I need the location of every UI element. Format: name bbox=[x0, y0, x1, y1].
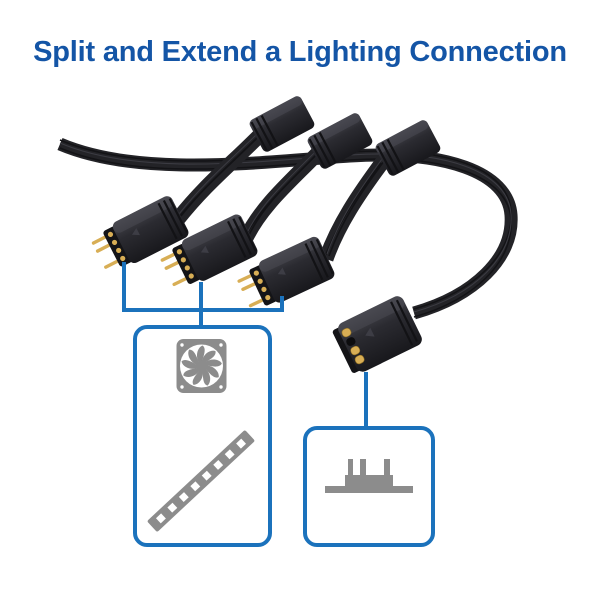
callout-line-connector-2 bbox=[199, 282, 203, 327]
splitter-ribbon-2 bbox=[239, 147, 324, 242]
callout-line-connector-3 bbox=[280, 296, 284, 311]
male-connector-1 bbox=[91, 196, 189, 269]
splitter-ribbon-1 bbox=[172, 130, 265, 224]
page-title: Split and Extend a Lighting Connection bbox=[33, 36, 567, 68]
callout-line-connector-1 bbox=[122, 262, 126, 311]
female-connector-main bbox=[332, 296, 422, 373]
argb-header-icon bbox=[325, 459, 413, 493]
callout-line-main-connector bbox=[364, 372, 368, 428]
callout-box-header bbox=[303, 426, 435, 547]
device-icons bbox=[147, 339, 255, 532]
female-connector-3 bbox=[375, 120, 441, 176]
male-connector-2 bbox=[160, 214, 258, 287]
callout-box-devices bbox=[133, 325, 272, 547]
splitter-ribbon-3 bbox=[318, 154, 391, 263]
led-strip-icon bbox=[147, 430, 255, 532]
extension-cable bbox=[57, 138, 518, 320]
female-connector-2 bbox=[307, 113, 373, 169]
male-connector-3 bbox=[237, 236, 335, 308]
callout-line-join bbox=[122, 308, 284, 312]
fan-icon bbox=[176, 339, 227, 393]
female-connector-1 bbox=[249, 96, 315, 152]
